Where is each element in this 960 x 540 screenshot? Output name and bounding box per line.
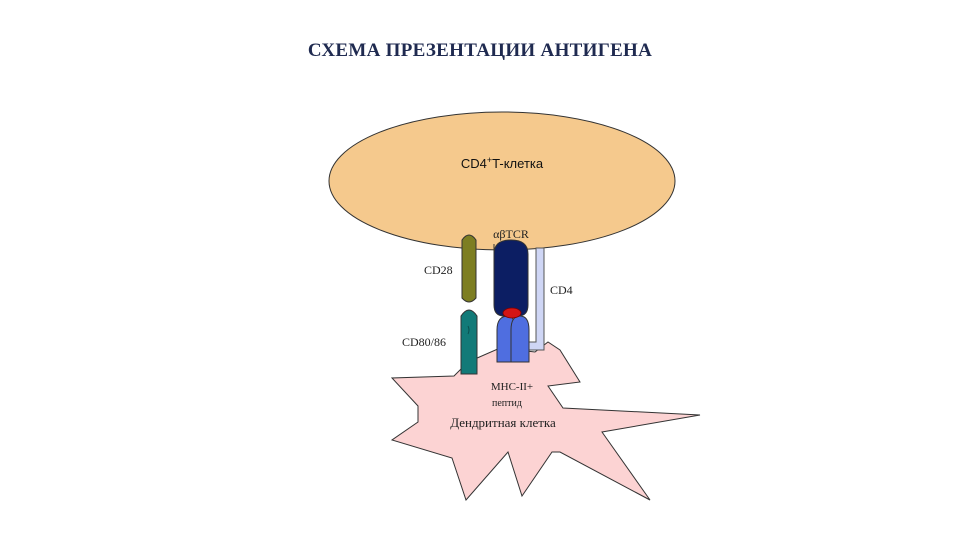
dendritic-label: Дендритная клетка bbox=[450, 415, 556, 430]
cd80-molecule bbox=[460, 309, 478, 375]
peptide-label: пептид bbox=[492, 398, 522, 409]
mhc-lobe-right bbox=[510, 315, 530, 363]
tcell-label: CD4+T-клетка bbox=[461, 155, 544, 171]
cd28-label: CD28 bbox=[424, 263, 453, 277]
diagram-title: СХЕМА ПРЕЗЕНТАЦИИ АНТИГЕНА bbox=[307, 40, 653, 61]
cd28-molecule bbox=[461, 234, 477, 303]
tcr-label: αβTCR bbox=[493, 227, 529, 241]
dendritic-cell bbox=[390, 341, 701, 501]
cd4-label: CD4 bbox=[550, 283, 573, 297]
tcr-molecule bbox=[493, 239, 529, 317]
mhc-label: MHC-II+ bbox=[491, 381, 533, 393]
cd80-label: CD80/86 bbox=[402, 335, 446, 349]
peptide bbox=[502, 307, 522, 319]
